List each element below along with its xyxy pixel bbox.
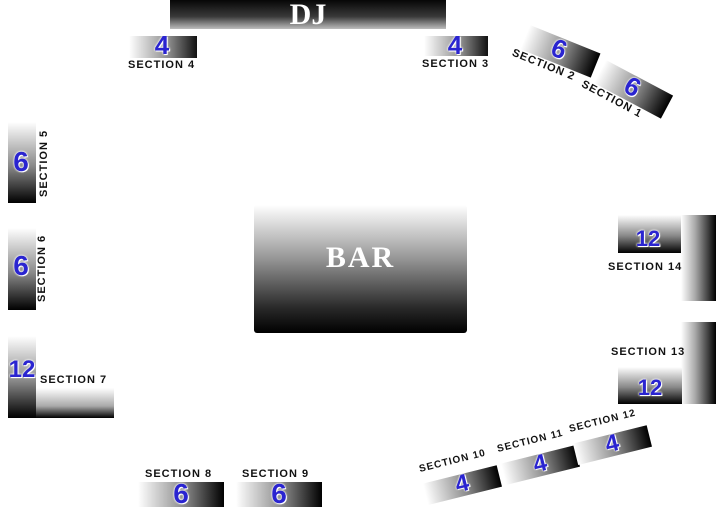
section-10-count: 4	[452, 468, 472, 499]
dj-booth[interactable]: DJ	[170, 0, 446, 31]
section-6-table[interactable]	[8, 228, 36, 310]
section-1-group[interactable]: 6 SECTION 1	[579, 60, 674, 147]
section-10-group[interactable]: 4 SECTION 10	[418, 448, 502, 505]
section-6-label: SECTION 6	[36, 234, 48, 302]
section-9-count: 6	[271, 478, 287, 509]
section-4-count: 4	[154, 30, 170, 60]
section-5-table[interactable]	[8, 122, 36, 203]
section-7-count: 12	[8, 356, 36, 383]
section-13-label: SECTION 13	[611, 346, 686, 358]
dj-label: DJ	[289, 0, 327, 31]
section-3-table[interactable]	[424, 36, 488, 56]
section-14-label: SECTION 14	[608, 261, 683, 273]
section-14-table-horizontal[interactable]	[618, 215, 682, 253]
section-13-table-horizontal[interactable]	[618, 367, 682, 404]
section-4-table[interactable]	[129, 36, 197, 58]
section-11-group[interactable]: 4 SECTION 11	[496, 428, 580, 485]
section-8-label: SECTION 8	[145, 468, 213, 480]
section-7-table-vertical[interactable]	[8, 336, 36, 418]
section-7-label: SECTION 7	[40, 374, 108, 386]
section-3-label: SECTION 3	[422, 58, 490, 70]
section-3-count: 4	[447, 30, 463, 60]
section-5-count: 6	[13, 146, 29, 177]
section-14-count: 12	[635, 226, 661, 251]
section-13-table-vertical[interactable]	[681, 322, 716, 404]
section-12-group[interactable]: 4 SECTION 12	[568, 408, 652, 465]
section-11-count: 4	[530, 448, 550, 479]
section-12-count: 4	[602, 428, 622, 459]
section-13-count: 12	[637, 375, 663, 400]
section-7-table-horizontal[interactable]	[36, 388, 114, 418]
section-9-label: SECTION 9	[242, 468, 310, 480]
section-8-count: 6	[173, 478, 189, 509]
section-14-table-vertical[interactable]	[681, 215, 716, 301]
section-8-table[interactable]	[138, 482, 224, 507]
section-9-table[interactable]	[236, 482, 322, 507]
section-6-count: 6	[13, 250, 29, 281]
bar-label: BAR	[325, 241, 396, 274]
bar-counter[interactable]: BAR	[254, 205, 467, 333]
section-5-label: SECTION 5	[38, 129, 50, 197]
section-4-label: SECTION 4	[128, 59, 196, 71]
